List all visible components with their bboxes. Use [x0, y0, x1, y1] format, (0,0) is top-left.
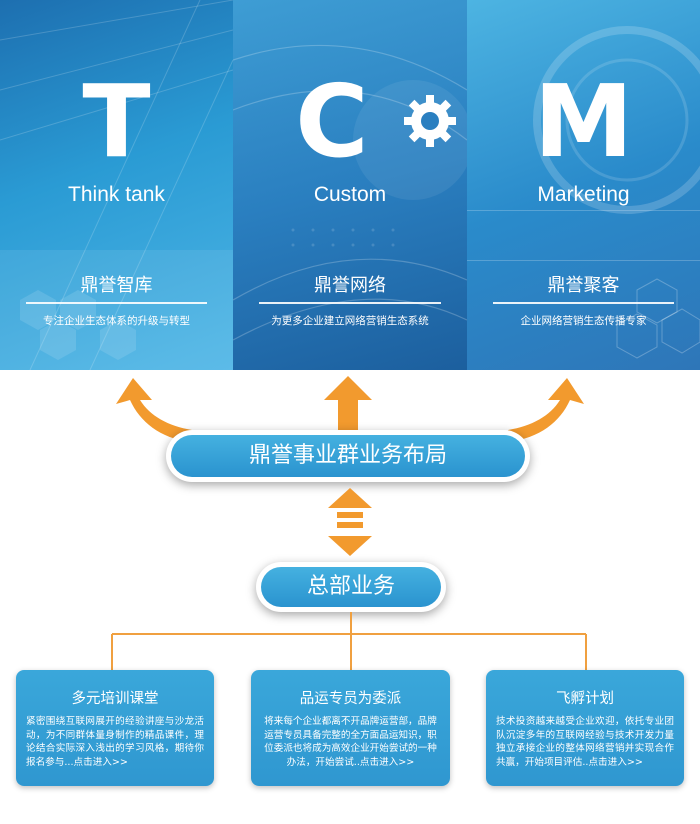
panel-subtitle: Custom — [313, 183, 387, 206]
card-text: 紧密围绕互联网展开的经验讲座与沙龙活动，为不同群体量身制作的精品课件，理论结合实… — [26, 716, 204, 768]
tree-connector — [111, 612, 587, 670]
arrows-to-panels — [116, 376, 584, 442]
panel-cn-title: 鼎誉聚客 — [547, 275, 620, 296]
hq-label: 总部业务 — [261, 567, 441, 607]
hq-pill[interactable]: 总部业务 — [256, 562, 446, 612]
panel-letter: C — [295, 63, 369, 180]
double-arrow-icon — [328, 488, 372, 556]
card-brand-specialist[interactable]: 品运专员为委派 将来每个企业都离不开品牌运营部，品牌运营专员具备完整的全方面品运… — [251, 670, 450, 786]
panel-letter: M — [533, 63, 634, 180]
brand-panels: T Think tank 鼎誉智库 专注企业生态体系的升级与转型 C Custo… — [0, 0, 700, 370]
panel-desc: 企业网络营销生态传播专家 — [520, 315, 647, 327]
card-title: 品运专员为委派 — [299, 691, 402, 707]
card-title: 多元培训课堂 — [71, 691, 159, 707]
panel-texture — [0, 0, 233, 370]
panel-cn-title: 鼎誉智库 — [80, 275, 153, 296]
hub-label: 鼎誉事业群业务布局 — [171, 435, 525, 477]
card-text: 将来每个企业都离不开品牌运营部，品牌运营专员具备完整的全方面品运知识，职位委派也… — [264, 716, 437, 768]
panel-marketing[interactable]: M Marketing 鼎誉聚客 企业网络营销生态传播专家 — [467, 0, 700, 370]
panel-divider — [259, 302, 441, 304]
card-text: 技术投资越来越受企业欢迎，依托专业团队沉淀多年的互联网经验与技术开发力量独立承接… — [496, 716, 674, 768]
panel-desc: 专注企业生态体系的升级与转型 — [43, 315, 190, 327]
up-arrow-icon — [324, 376, 372, 432]
panel-letter: T — [82, 63, 151, 180]
gear-icon — [404, 95, 456, 147]
panel-subtitle: Marketing — [537, 183, 630, 206]
panel-divider — [493, 302, 674, 304]
up-arrow-icon — [116, 378, 192, 442]
card-title: 飞孵计划 — [556, 691, 614, 707]
panel-subtitle: Think tank — [68, 183, 165, 206]
panel-desc: 为更多企业建立网络营销生态系统 — [271, 315, 429, 327]
panel-custom[interactable]: C Custom 鼎誉网络 为更多企业建立网络营销生态系统 — [233, 0, 467, 370]
hub-pill[interactable]: 鼎誉事业群业务布局 — [166, 430, 530, 482]
card-incubation-plan[interactable]: 飞孵计划 技术投资越来越受企业欢迎，依托专业团队沉淀多年的互联网经验与技术开发力… — [486, 670, 684, 786]
panel-divider — [26, 302, 207, 304]
panel-cn-title: 鼎誉网络 — [314, 275, 386, 296]
card-training[interactable]: 多元培训课堂 紧密围绕互联网展开的经验讲座与沙龙活动，为不同群体量身制作的精品课… — [16, 670, 214, 786]
panel-think-tank[interactable]: T Think tank 鼎誉智库 专注企业生态体系的升级与转型 — [0, 0, 233, 370]
up-arrow-icon — [508, 378, 584, 442]
panel-texture — [467, 26, 700, 359]
